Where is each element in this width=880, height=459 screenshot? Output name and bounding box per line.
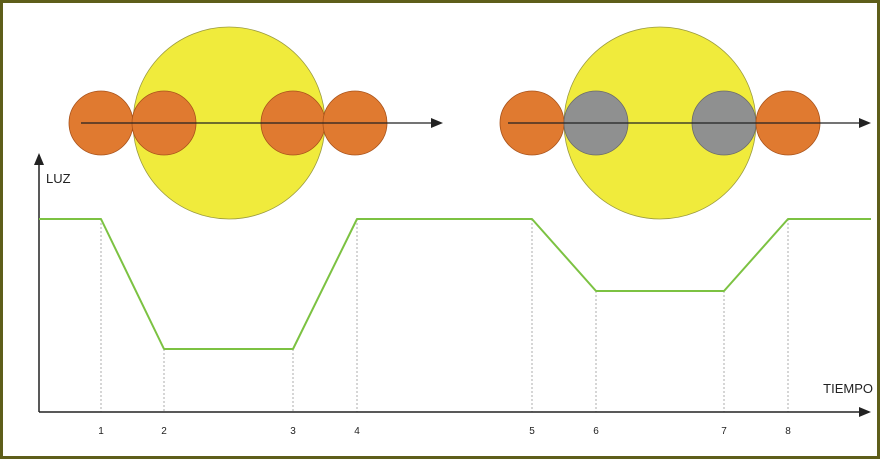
tick-label-2: 2 — [161, 426, 167, 437]
x-axis-label: TIEMPO — [823, 381, 873, 396]
tick-label-3: 3 — [290, 426, 296, 437]
tick-label-5: 5 — [529, 426, 535, 437]
tick-label-4: 4 — [354, 426, 360, 437]
tick-label-8: 8 — [785, 426, 791, 437]
transit-diagram-primary — [68, 26, 443, 220]
tick-label-6: 6 — [593, 426, 599, 437]
tick-labels: 1 2 3 4 5 6 7 8 — [98, 426, 791, 437]
light-curve — [39, 218, 871, 350]
guide-lines — [100, 219, 789, 412]
y-axis-label: LUZ — [46, 171, 71, 186]
eclipse-light-curve-diagram: LUZ TIEMPO 1 2 3 4 5 6 7 8 — [34, 26, 873, 437]
tick-label-1: 1 — [98, 426, 104, 437]
transit-diagram-secondary — [499, 26, 871, 220]
tick-label-7: 7 — [721, 426, 727, 437]
